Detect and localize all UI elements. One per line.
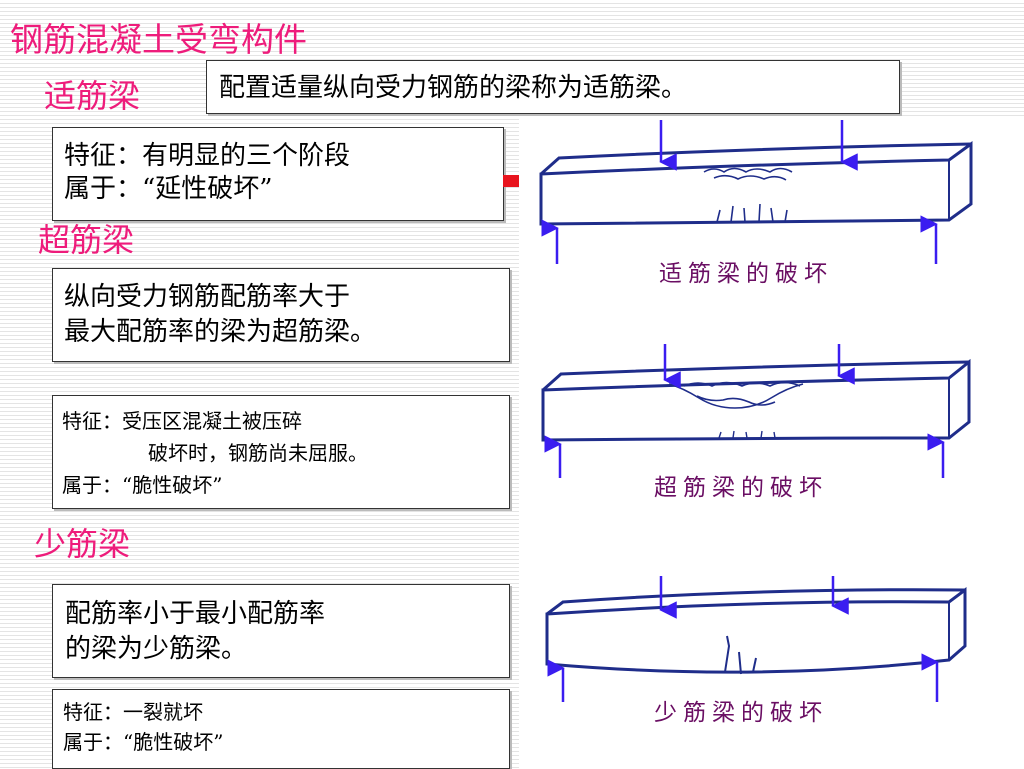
caption-suitable-failure: 适筋梁的破坏	[659, 261, 833, 287]
definition-over-line-1: 纵向受力钢筋配筋率大于	[64, 282, 351, 312]
feature-under-line-2: 属于：“脆性破坏”	[63, 730, 224, 754]
feature-under-line-1: 特征：一裂就坏	[63, 700, 203, 724]
feature-over-line-2: 破坏时，钢筋尚未屈服。	[148, 441, 368, 465]
beam-suitable-tension-cracks	[716, 203, 788, 223]
beam-over-crush-zone	[668, 381, 804, 409]
red-marker	[503, 175, 519, 187]
beam-under-top-face	[546, 588, 966, 616]
beam-suitable-crush-zone	[703, 167, 793, 181]
beam-suitable-top-face	[540, 142, 972, 176]
feature-under-reinforced-beam: 特征：一裂就坏 属于：“脆性破坏”	[52, 689, 510, 769]
feature-over-line-3: 属于：“脆性破坏”	[62, 473, 223, 497]
beam-over-tension-cracks	[718, 430, 776, 439]
feature-over-reinforced-beam: 特征：受压区混凝土被压碎 破坏时，钢筋尚未屈服。 属于：“脆性破坏”	[52, 395, 510, 509]
feature-suitable-line-1: 特征：有明显的三个阶段	[64, 141, 351, 171]
beam-over-top-face	[542, 360, 970, 392]
beam-under-body	[545, 587, 967, 674]
definition-suitable-beam: 配置适量纵向受力钢筋的梁称为适筋梁。	[206, 60, 900, 114]
definition-suitable-text: 配置适量纵向受力钢筋的梁称为适筋梁。	[219, 73, 688, 103]
definition-under-line-1: 配筋率小于最小配筋率	[65, 599, 326, 629]
beam-under-major-crack	[724, 635, 757, 675]
heading-suitable-beam: 适筋梁	[44, 77, 141, 115]
definition-under-reinforced-beam: 配筋率小于最小配筋率 的梁为少筋梁。	[52, 584, 510, 678]
beam-illustrations	[539, 120, 973, 702]
definition-under-line-2: 的梁为少筋梁。	[65, 634, 248, 664]
feature-suitable-beam: 特征：有明显的三个阶段 属于：“延性破坏”	[52, 127, 504, 221]
slide-title: 钢筋混凝土受弯构件	[10, 20, 307, 59]
caption-under-failure: 少筋梁的破坏	[654, 700, 828, 726]
caption-over-failure: 超筋梁的破坏	[654, 475, 828, 501]
heading-under-reinforced-beam: 少筋梁	[34, 525, 131, 563]
beam-failure-figures: 适筋梁的破坏 超筋梁的破坏 少筋梁的破坏	[519, 116, 1024, 768]
heading-over-reinforced-beam: 超筋梁	[38, 221, 135, 259]
beam-over-failure	[541, 344, 971, 478]
feature-over-line-1: 特征：受压区混凝土被压碎	[62, 409, 302, 433]
feature-suitable-line-2: 属于：“延性破坏”	[64, 174, 273, 204]
definition-over-reinforced-beam: 纵向受力钢筋配筋率大于 最大配筋率的梁为超筋梁。	[52, 268, 510, 362]
beam-suitable-failure	[539, 120, 973, 264]
beam-suitable-body	[539, 141, 973, 226]
definition-over-line-2: 最大配筋率的梁为超筋梁。	[64, 317, 377, 347]
beam-under-failure	[545, 576, 967, 702]
